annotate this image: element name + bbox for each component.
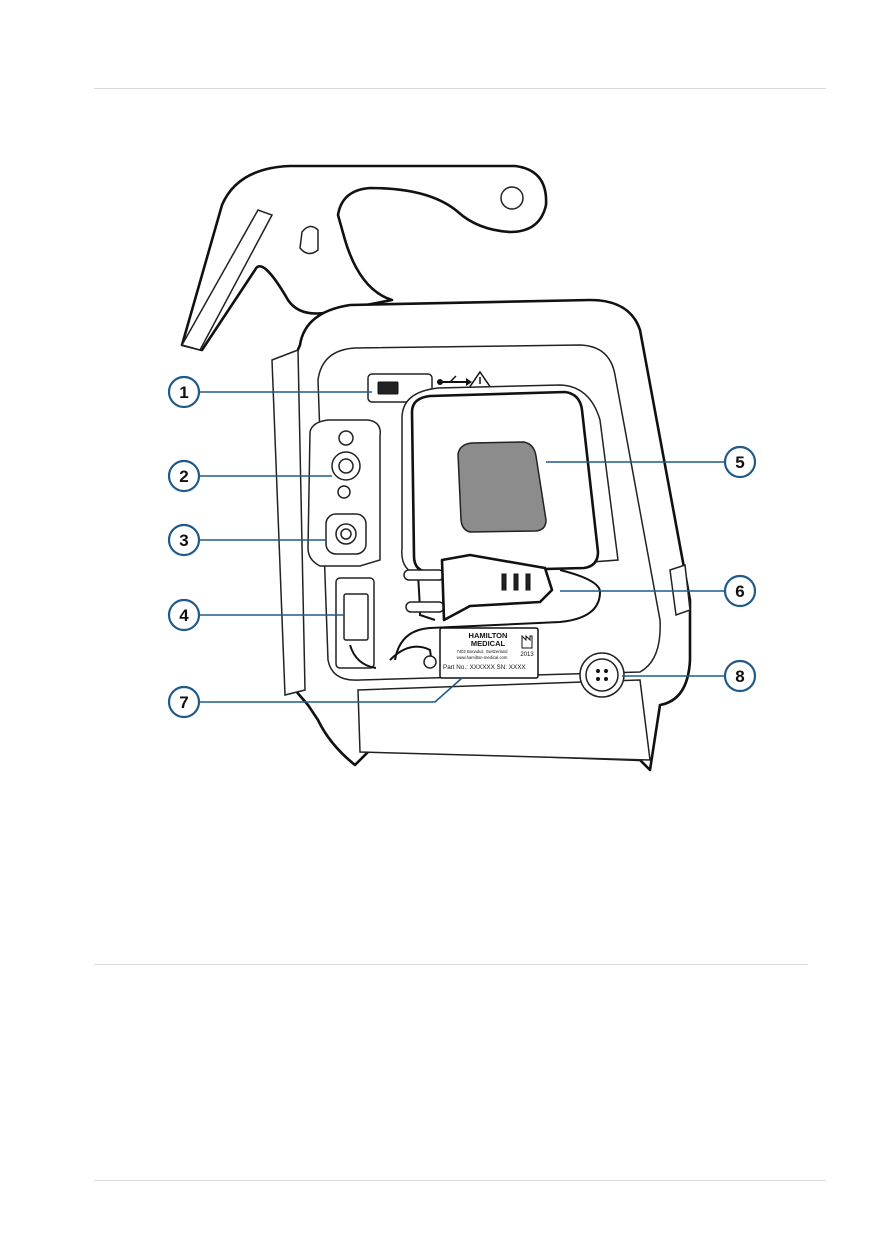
svg-text:8: 8 — [735, 667, 744, 686]
svg-text:4: 4 — [179, 606, 189, 625]
label-website: www.hamilton-medical.com — [457, 655, 508, 660]
callout-1: 1 — [167, 375, 201, 409]
bottom-divider — [94, 1180, 826, 1181]
svg-text:7: 7 — [179, 693, 188, 712]
callout-8: 8 — [723, 659, 757, 693]
callout-6: 6 — [723, 574, 757, 608]
svg-text:1: 1 — [179, 383, 188, 402]
label-year: 2013 — [520, 652, 534, 658]
mains-plug — [440, 553, 554, 622]
power-supply-unit — [401, 384, 619, 576]
leader-7 — [200, 677, 463, 703]
svg-text:3: 3 — [179, 531, 188, 550]
label-address: 7402 Bonaduz, Switzerland — [457, 649, 509, 654]
power-cord — [389, 553, 602, 669]
connector-panel — [307, 373, 433, 669]
carry-handle — [180, 164, 548, 352]
callout-4: 4 — [167, 598, 201, 632]
svg-text:2: 2 — [179, 467, 188, 486]
round-connector[interactable] — [579, 652, 625, 698]
rating-label: HAMILTON MEDICAL 7402 Bonaduz, Switzerla… — [439, 627, 539, 679]
label-part-line: Part No.: XXXXXX SN: XXXX — [443, 664, 526, 671]
svg-text:5: 5 — [735, 453, 744, 472]
label-brand-line1: HAMILTON — [469, 631, 508, 640]
callout-5: 5 — [723, 445, 757, 479]
port-4[interactable] — [343, 593, 369, 641]
svg-text:6: 6 — [735, 582, 744, 601]
label-pad — [457, 441, 547, 533]
label-brand-line2: MEDICAL — [471, 639, 506, 648]
callout-7: 7 — [167, 685, 201, 719]
callout-3: 3 — [167, 523, 201, 557]
top-divider — [94, 88, 826, 89]
callout-2: 2 — [167, 459, 201, 493]
manufacturer-icon — [521, 634, 533, 649]
middle-divider — [94, 964, 808, 965]
usb-icon — [437, 375, 472, 386]
